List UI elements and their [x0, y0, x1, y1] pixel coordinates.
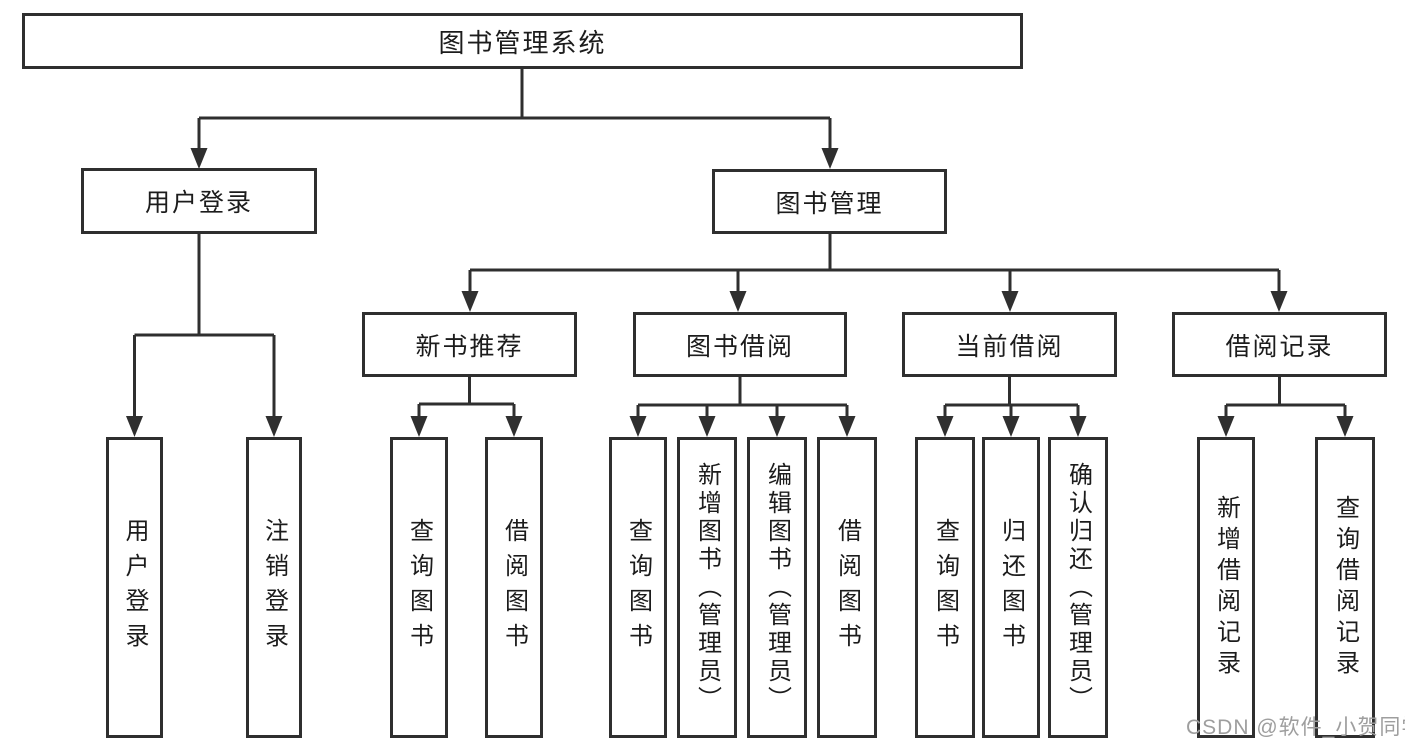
arrowhead: [410, 416, 428, 437]
arrowhead: [190, 148, 208, 169]
node-book-management-label: 图书管理: [775, 189, 884, 218]
arrowhead: [265, 416, 283, 437]
arrowhead: [629, 416, 647, 437]
leaf-add-borrow-record-label: 新增借阅记录: [1212, 494, 1240, 681]
node-book-borrow-label: 图书借阅: [685, 332, 794, 361]
leaf-borrow-books-2: 借阅图书: [817, 437, 877, 738]
arrowhead: [729, 291, 747, 312]
leaf-query-books-2-label: 查询图书: [624, 517, 652, 658]
arrowhead: [1069, 416, 1087, 437]
node-user-login: 用户登录: [81, 168, 317, 234]
node-borrow-records-label: 借阅记录: [1225, 332, 1334, 361]
leaf-logout: 注销登录: [246, 437, 302, 738]
arrowhead: [838, 416, 856, 437]
arrowhead: [126, 416, 143, 437]
node-borrow-records: 借阅记录: [1172, 312, 1387, 377]
leaf-user-login-label: 用户登录: [121, 517, 148, 658]
arrowheads: [126, 148, 1354, 437]
leaf-add-borrow-record: 新增借阅记录: [1197, 437, 1255, 738]
node-current-borrow: 当前借阅: [902, 312, 1117, 377]
arrowhead: [1336, 416, 1354, 437]
leaf-query-books-1-label: 查询图书: [405, 517, 433, 658]
leaf-edit-book-admin: 编辑图书（管理员）: [747, 437, 807, 738]
node-book-management: 图书管理: [712, 169, 947, 234]
leaf-confirm-return-admin-label: 确认归还（管理员）: [1064, 461, 1092, 714]
node-root-label: 图书管理系统: [438, 27, 607, 58]
leaf-edit-book-admin-label: 编辑图书（管理员）: [763, 461, 791, 714]
arrowhead: [1002, 416, 1020, 437]
node-new-book-recommend: 新书推荐: [362, 312, 577, 377]
arrowhead: [505, 416, 523, 437]
leaf-return-book: 归还图书: [982, 437, 1040, 738]
leaf-borrow-books-1-label: 借阅图书: [500, 517, 528, 658]
arrowhead: [768, 416, 786, 437]
leaf-query-books-3: 查询图书: [915, 437, 975, 738]
leaf-logout-label: 注销登录: [260, 517, 288, 658]
node-current-borrow-label: 当前借阅: [955, 332, 1064, 361]
arrowhead: [936, 416, 954, 437]
node-root: 图书管理系统: [22, 13, 1023, 69]
arrowhead: [1001, 291, 1019, 312]
leaf-query-borrow-record: 查询借阅记录: [1315, 437, 1375, 738]
arrowhead: [1217, 416, 1235, 437]
leaf-query-books-2: 查询图书: [609, 437, 667, 738]
node-book-borrow: 图书借阅: [633, 312, 847, 377]
arrowhead: [461, 291, 479, 312]
leaf-user-login: 用户登录: [106, 437, 163, 738]
node-new-book-recommend-label: 新书推荐: [415, 332, 524, 361]
leaf-query-books-3-label: 查询图书: [931, 517, 959, 658]
leaf-return-book-label: 归还图书: [997, 517, 1025, 658]
arrowhead: [821, 148, 839, 169]
arrowhead: [698, 416, 716, 437]
watermark-text: CSDN @软件_小贺同学: [1186, 716, 1405, 739]
leaf-query-borrow-record-label: 查询借阅记录: [1331, 494, 1359, 681]
leaf-add-book-admin-label: 新增图书（管理员）: [693, 461, 721, 714]
node-user-login-label: 用户登录: [144, 189, 253, 217]
leaf-add-book-admin: 新增图书（管理员）: [677, 437, 737, 738]
leaf-borrow-books-1: 借阅图书: [485, 437, 543, 738]
leaf-query-books-1: 查询图书: [390, 437, 448, 738]
arrowhead: [1270, 291, 1288, 312]
leaf-borrow-books-2-label: 借阅图书: [833, 517, 861, 658]
leaf-confirm-return-admin: 确认归还（管理员）: [1048, 437, 1108, 738]
connector-paths: [133, 69, 1347, 418]
